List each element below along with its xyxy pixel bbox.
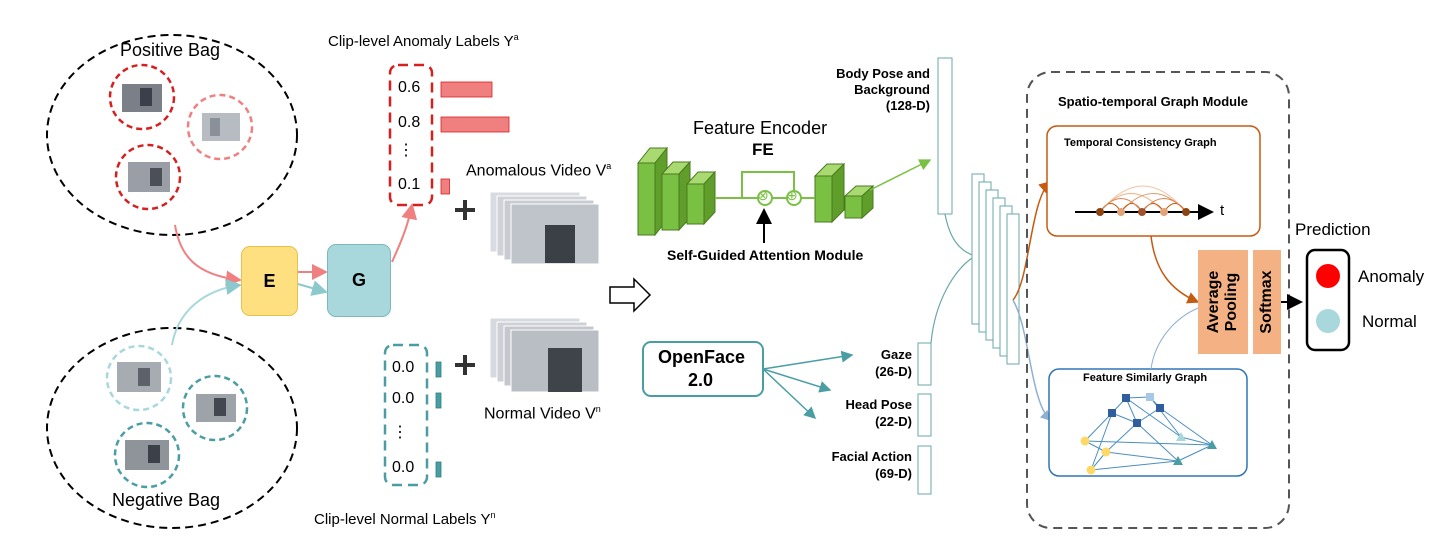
attention-module-label: Self-Guided Attention Module [667, 247, 864, 263]
openface-arrows [762, 350, 854, 420]
features-to-similarity-arrow [1012, 299, 1052, 422]
hollow-arrow [609, 277, 652, 313]
gaze-label: Gaze(26-D) [875, 347, 912, 379]
temporal-graph-title: Temporal Consistency Graph [1064, 137, 1217, 149]
normal-video-stack [489, 317, 600, 393]
anomaly-bar-3 [440, 178, 450, 195]
normal-value-1: 0.0 [392, 390, 415, 407]
anomaly-bar-1 [440, 116, 510, 133]
positive-to-encoder-arrow [174, 224, 242, 287]
positive-bag-label: Positive Bag [120, 40, 221, 60]
anomaly-indicator [1316, 264, 1340, 288]
feature-encoder-title: Feature Encoder [693, 118, 828, 138]
body-pose-merge [944, 213, 973, 256]
normal-bar-3 [435, 461, 442, 478]
normal-bar-0 [435, 361, 442, 378]
generator-to-labels-arrow [391, 203, 418, 263]
plus-sign-normal [455, 355, 475, 375]
openface-merge [930, 257, 973, 344]
positive-bag [46, 34, 298, 236]
temporal-axis-label: t [1220, 202, 1225, 219]
anomaly-value-1: 0.8 [398, 114, 421, 131]
temporal-graph [1075, 185, 1214, 220]
facial-action-vector [917, 445, 932, 495]
body-pose-vector [937, 57, 953, 215]
prediction-title: Prediction [1295, 220, 1371, 239]
feature-encoder-blocks [636, 146, 875, 237]
normal-bar-1 [435, 392, 442, 409]
similarity-graph-box [1048, 368, 1248, 477]
temporal-to-pooling-arrow [1150, 235, 1200, 304]
anomaly-value-2: ⋮ [398, 142, 414, 159]
similarity-graph [1084, 396, 1213, 471]
openface-line1: OpenFace [658, 347, 746, 367]
softmax-block: Softmax [1253, 250, 1281, 354]
normal-label-bars [435, 361, 442, 478]
anomalous-video-stack [489, 191, 600, 265]
negative-bag-label: Negative Bag [112, 490, 221, 510]
openface-line2: 2.0 [688, 370, 714, 390]
normal-legend-label: Normal [1362, 312, 1417, 331]
similarity-graph-nodes [1080, 393, 1217, 475]
anomaly-value-3: 0.1 [398, 176, 421, 193]
encoder-node: E [241, 246, 298, 316]
similarity-to-pooling-line [1150, 307, 1199, 370]
anomaly-legend-label: Anomaly [1358, 267, 1425, 286]
head-pose-vector [917, 393, 932, 437]
normal-value-0: 0.0 [392, 359, 415, 376]
normal-value-3: 0.0 [392, 459, 415, 476]
negative-to-encoder-arrow [171, 279, 242, 346]
encoder-to-body-pose-arrow [869, 159, 932, 191]
anomaly-bar-0 [440, 81, 493, 98]
anomalous-video-label: Anomalous Video Va [466, 161, 612, 180]
encoder-to-generator-arrow-b [297, 280, 328, 296]
normal-indicator [1316, 309, 1340, 333]
anomaly-label-bars [440, 81, 510, 195]
attention-module [715, 171, 815, 243]
similarity-graph-title: Feature Similarly Graph [1083, 372, 1208, 384]
anomaly-labels-box [388, 63, 434, 207]
add-operator: ⊕ [786, 187, 798, 203]
features-to-temporal-arrow [1012, 180, 1052, 301]
normal-value-2: ⋮ [392, 424, 408, 441]
normal-labels-title: Clip-level Normal Labels Yn [314, 510, 496, 528]
generator-node: G [327, 244, 391, 317]
concatenated-features [971, 173, 1020, 365]
normal-video-label: Normal Video Vn [484, 404, 601, 423]
feature-encoder-abbr: FE [752, 140, 774, 159]
graph-module-title: Spatio-temporal Graph Module [1058, 94, 1248, 109]
multiply-operator: ⊗ [757, 187, 769, 203]
anomaly-value-0: 0.6 [398, 79, 421, 96]
plus-sign-anomalous [455, 200, 475, 220]
negative-bag [46, 327, 298, 529]
head-pose-label: Head Pose(22-D) [845, 397, 912, 429]
facial-action-label: Facial Action(69-D) [831, 449, 912, 481]
gaze-vector [917, 342, 932, 386]
normal-labels-box [383, 343, 429, 487]
anomaly-labels-title: Clip-level Anomaly Labels Ya [328, 32, 519, 50]
